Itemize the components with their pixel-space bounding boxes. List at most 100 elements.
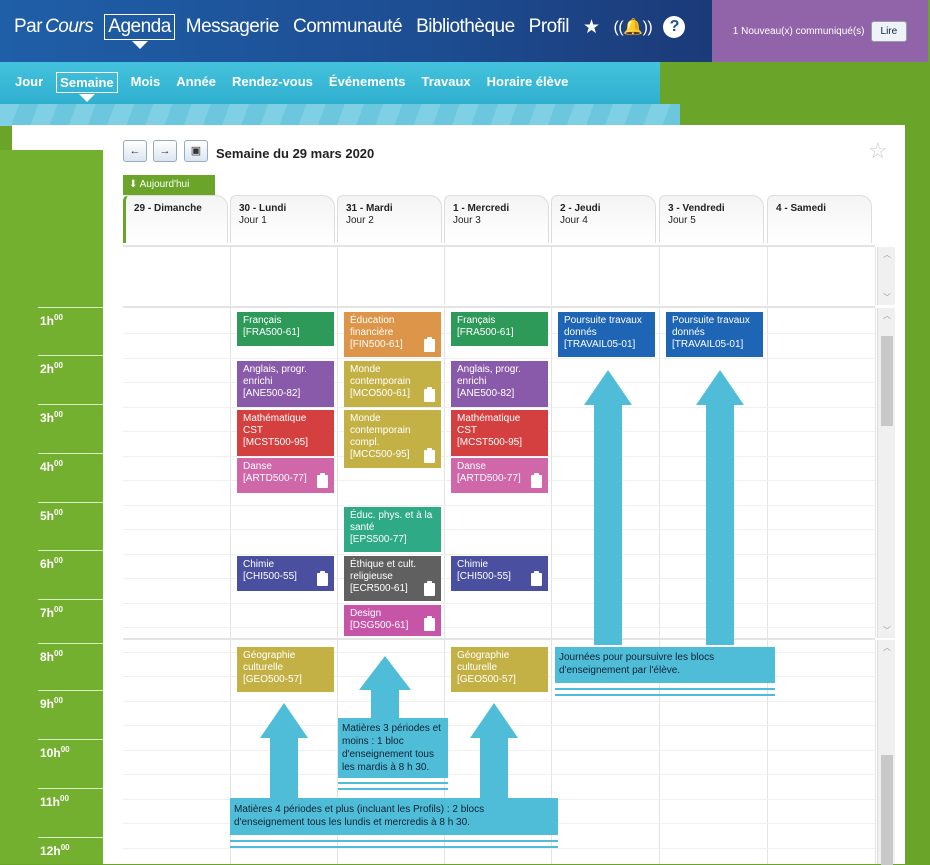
subnav-semaine[interactable]: Semaine	[56, 72, 118, 102]
course-event[interactable]: Français[FRA500-61]	[237, 312, 334, 346]
underline	[338, 782, 448, 784]
column-divider	[767, 640, 768, 864]
clipboard-icon[interactable]	[424, 337, 435, 352]
hour-value: 8h	[40, 650, 55, 664]
subnav-annee[interactable]: Année	[176, 74, 217, 89]
hour-value: 7h	[40, 606, 55, 620]
course-code: [CHI500-55]	[457, 571, 511, 582]
bell-icon[interactable]: ((🔔))	[613, 19, 653, 36]
nav-messagerie[interactable]: Messagerie	[185, 16, 280, 37]
ruler-tick	[38, 355, 103, 356]
brand-part: Par	[14, 16, 43, 37]
underline	[230, 840, 558, 842]
course-event[interactable]: Design[DSG500-61]	[344, 605, 441, 636]
clipboard-icon[interactable]	[424, 616, 435, 631]
subnav-travaux[interactable]: Travaux	[421, 74, 471, 89]
day-cycle: Jour 3	[453, 215, 481, 226]
clipboard-icon[interactable]	[424, 448, 435, 463]
underline	[555, 688, 775, 690]
hour-value: 1h	[40, 314, 55, 328]
course-event[interactable]: Français[FRA500-61]	[451, 312, 548, 346]
favorite-star-icon[interactable]: ☆	[868, 138, 888, 163]
nav-agenda[interactable]: Agenda	[104, 14, 175, 49]
course-event[interactable]: Monde contemporain compl.[MCC500-95]	[344, 410, 441, 468]
hour-minutes: 00	[54, 508, 63, 517]
course-event[interactable]: Poursuite travaux donnés[TRAVAIL05-01]	[666, 312, 763, 357]
hour-value: 11h	[40, 795, 61, 809]
hour-value: 4h	[40, 460, 55, 474]
course-title: Mathématique CST	[457, 413, 521, 436]
course-event[interactable]: Chimie[CHI500-55]	[237, 556, 334, 591]
hour-minutes: 00	[54, 410, 63, 419]
clipboard-icon[interactable]	[317, 473, 328, 488]
course-event[interactable]: Chimie[CHI500-55]	[451, 556, 548, 591]
course-event[interactable]: Éduc. phys. et à la santé[EPS500-77]	[344, 507, 441, 552]
subnav-jour[interactable]: Jour	[15, 74, 44, 89]
course-title: Éduc. phys. et à la santé	[350, 510, 433, 533]
subnav-horaire-eleve[interactable]: Horaire élève	[486, 74, 569, 89]
day-header[interactable]: 29 - Dimanche	[123, 195, 228, 243]
clipboard-icon[interactable]	[317, 571, 328, 586]
underline	[230, 846, 558, 848]
brand-part: Cours	[45, 16, 94, 37]
ruler-tick	[38, 837, 103, 838]
course-event[interactable]: Éducation financière[FIN500-61]	[344, 312, 441, 357]
hour-minutes: 00	[54, 556, 63, 565]
course-event[interactable]: Géographie culturelle[GEO500-57]	[237, 647, 334, 692]
prev-week-button[interactable]: ←	[123, 140, 147, 162]
course-event[interactable]: Poursuite travaux donnés[TRAVAIL05-01]	[558, 312, 655, 357]
clipboard-icon[interactable]	[531, 571, 542, 586]
grid-row-line	[123, 627, 875, 628]
course-code: [ANE500-82]	[243, 388, 301, 399]
nav-communaute[interactable]: Communauté	[293, 16, 403, 37]
scrollbar[interactable]: ︿﹀	[877, 247, 895, 305]
clipboard-icon[interactable]	[424, 387, 435, 402]
today-button[interactable]: ⬇ Aujourd'hui	[123, 175, 215, 195]
star-icon[interactable]: ★	[582, 16, 600, 38]
read-button[interactable]: Lire	[870, 20, 908, 42]
course-event[interactable]: Danse[ARTD500-77]	[237, 458, 334, 493]
column-divider	[551, 308, 552, 638]
course-event[interactable]: Danse[ARTD500-77]	[451, 458, 548, 493]
course-event[interactable]: Géographie culturelle[GEO500-57]	[451, 647, 548, 692]
clipboard-icon[interactable]	[531, 473, 542, 488]
day-name: 31 - Mardi	[346, 203, 393, 214]
course-code: [TRAVAIL05-01]	[564, 339, 636, 350]
hour-value: 5h	[40, 509, 55, 523]
hour-value: 9h	[40, 697, 55, 711]
course-event[interactable]: Éthique et cult. religieuse[ECR500-61]	[344, 556, 441, 601]
course-event[interactable]: Mathématique CST[MCST500-95]	[451, 410, 548, 456]
subnav-rendez-vous[interactable]: Rendez-vous	[232, 74, 313, 89]
clipboard-icon[interactable]	[424, 581, 435, 596]
column-divider	[659, 308, 660, 638]
help-icon[interactable]: ?	[663, 16, 686, 38]
column-divider	[659, 247, 660, 305]
nav-profil[interactable]: Profil	[528, 16, 570, 37]
scrollbar[interactable]: ︿﹀	[877, 308, 895, 638]
next-week-button[interactable]: →	[153, 140, 177, 162]
course-code: [MCST500-95]	[243, 437, 309, 448]
scrollbar[interactable]: ︿	[877, 640, 895, 865]
course-event[interactable]: Anglais, progr. enrichi[ANE500-82]	[451, 361, 548, 407]
nav-bibliotheque[interactable]: Bibliothèque	[416, 16, 515, 37]
calendar-icon[interactable]: ▣	[184, 140, 208, 162]
column-divider	[230, 247, 231, 305]
hour-value: 6h	[40, 557, 55, 571]
hour-label: 11h00	[40, 794, 69, 809]
day-header[interactable]: 4 - Samedi	[767, 195, 872, 243]
course-event[interactable]: Monde contemporain[MCO500-61]	[344, 361, 441, 407]
arrow-up-friday	[696, 370, 744, 645]
hour-value: 2h	[40, 362, 55, 376]
course-event[interactable]: Anglais, progr. enrichi[ANE500-82]	[237, 361, 334, 407]
course-event[interactable]: Mathématique CST[MCST500-95]	[237, 410, 334, 456]
subnav-mois[interactable]: Mois	[130, 74, 161, 89]
column-divider	[337, 308, 338, 638]
subnav-evenements[interactable]: Événements	[328, 74, 406, 89]
